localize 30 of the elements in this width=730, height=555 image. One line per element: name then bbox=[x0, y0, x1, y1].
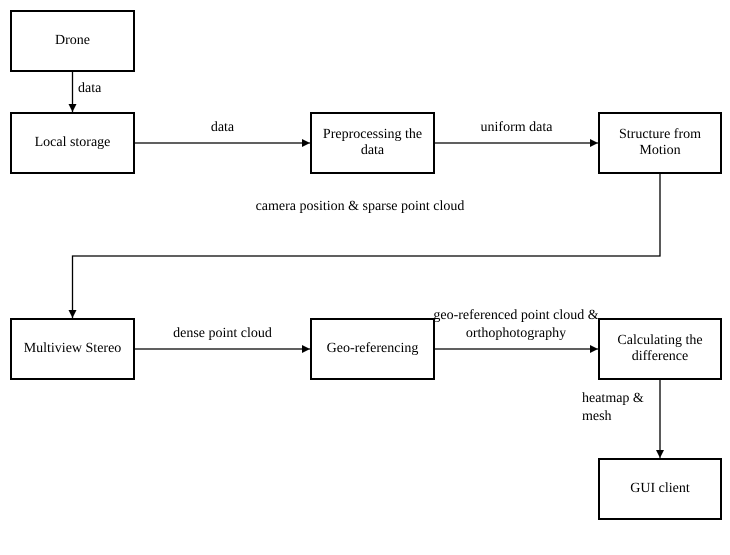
box-label: Multiview Stereo bbox=[24, 341, 122, 357]
box-label: Geo-referencing bbox=[326, 341, 418, 357]
edge-label: camera position & sparse point cloud bbox=[254, 198, 466, 216]
edge-label: data bbox=[78, 80, 102, 98]
arrow bbox=[135, 139, 310, 147]
process-box bbox=[10, 112, 135, 174]
box-label: Structure from Motion bbox=[618, 127, 702, 159]
arrow bbox=[435, 139, 598, 147]
box-label: Local storage bbox=[34, 135, 110, 151]
process-box bbox=[10, 318, 135, 380]
box-label: Calculating the difference bbox=[616, 333, 704, 365]
process-box bbox=[598, 318, 722, 380]
edge-label: uniform data bbox=[480, 118, 554, 137]
arrow bbox=[656, 380, 664, 458]
arrow bbox=[68, 174, 661, 318]
process-box bbox=[310, 112, 435, 174]
process-box bbox=[310, 318, 435, 380]
edge-label: dense point cloud bbox=[172, 324, 273, 343]
process-box bbox=[598, 112, 722, 174]
box-label: GUI client bbox=[630, 481, 690, 497]
box-label: Drone bbox=[55, 33, 90, 49]
arrow bbox=[135, 345, 310, 353]
arrow bbox=[68, 72, 76, 112]
box-label: Preprocessing the data bbox=[322, 127, 424, 159]
edge-label: heatmap & mesh bbox=[582, 390, 645, 426]
edge-label: data bbox=[210, 118, 236, 137]
process-box bbox=[598, 458, 722, 520]
edge-label: geo-referenced point cloud & orthophotography bbox=[432, 306, 600, 343]
arrow bbox=[435, 345, 598, 353]
process-box bbox=[10, 10, 135, 72]
